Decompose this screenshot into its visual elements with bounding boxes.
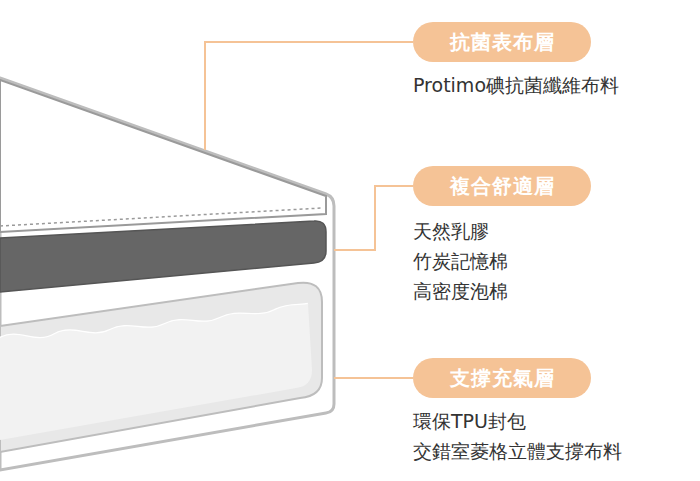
leader-line xyxy=(334,186,413,250)
material-description: 竹炭記憶棉 xyxy=(413,250,508,273)
layer-pill: 抗菌表布層 xyxy=(413,22,591,62)
material-description: Protimo碘抗菌纖維布料 xyxy=(413,74,619,97)
leader-line xyxy=(205,42,413,150)
casing xyxy=(0,78,334,470)
leader-line xyxy=(334,377,413,379)
material-description: 交錯室菱格立體支撐布料 xyxy=(413,440,622,463)
material-description: 環保TPU封包 xyxy=(413,410,526,433)
material-description: 高密度泡棉 xyxy=(413,280,508,303)
layer-pill: 複合舒適層 xyxy=(413,166,591,206)
layer-title: 支撐充氣層 xyxy=(450,368,555,388)
material-description: 天然乳膠 xyxy=(413,220,489,243)
layer-title: 抗菌表布層 xyxy=(450,32,555,52)
layer-pill: 支撐充氣層 xyxy=(413,358,591,398)
layer-title: 複合舒適層 xyxy=(450,176,555,196)
air-fill xyxy=(0,304,312,440)
comfort-layer xyxy=(0,221,326,292)
air-layer xyxy=(0,283,322,452)
cover-layer xyxy=(0,80,326,232)
